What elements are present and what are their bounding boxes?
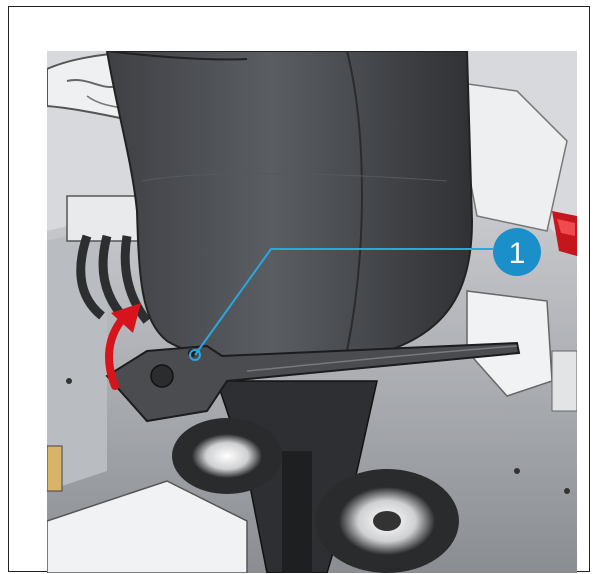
figure-frame: 1 xyxy=(8,6,590,573)
battery-cover xyxy=(47,445,248,573)
red-warning-light xyxy=(552,211,577,256)
callout-badge-1: 1 xyxy=(493,228,541,276)
locking-lever xyxy=(105,341,521,423)
wheels xyxy=(172,418,459,573)
callout-number: 1 xyxy=(509,237,526,270)
curved-arrow-icon xyxy=(105,303,141,390)
illustration: 1 xyxy=(47,51,577,573)
main-housing xyxy=(105,51,474,366)
callout-leader xyxy=(189,248,493,361)
